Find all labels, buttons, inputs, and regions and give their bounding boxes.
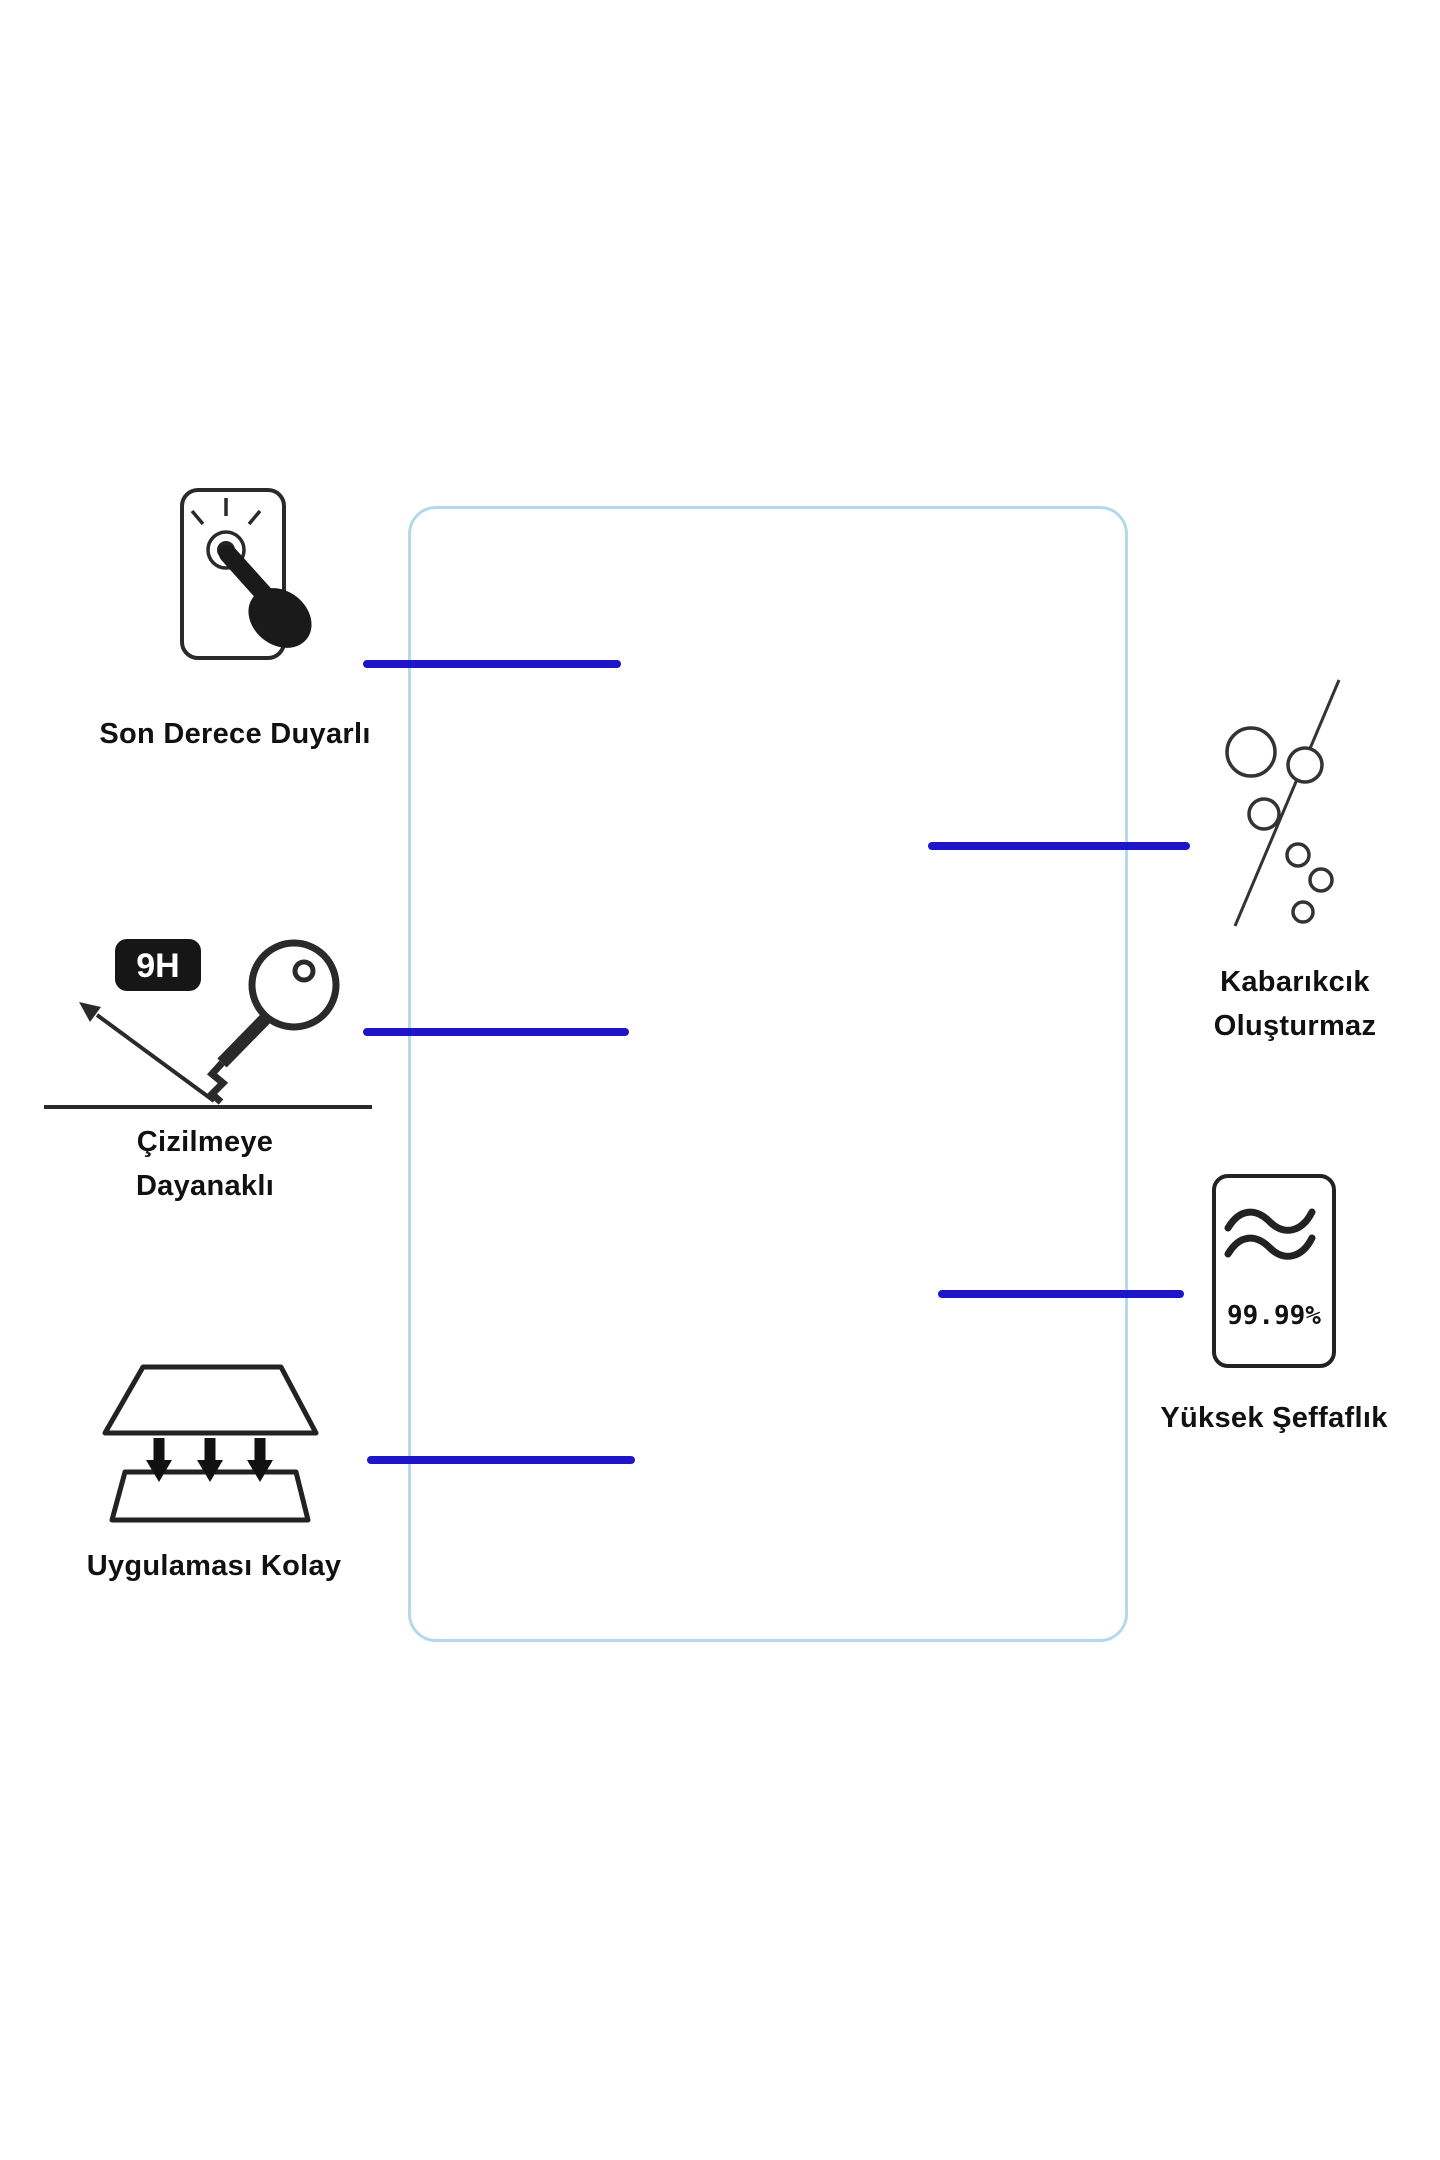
feature-sensitive-label: Son Derece Duyarlı [99, 718, 371, 750]
feature-easy-apply-label: Uygulaması Kolay [86, 1550, 342, 1582]
transparency-percent-value: 99.99% [1227, 1301, 1321, 1331]
easy-apply-layers-icon [102, 1364, 319, 1523]
connector-line-bubbles [928, 842, 1190, 850]
feature-scratch-label: Çizilmeye Dayanaklı [55, 1120, 355, 1208]
hardness-9h-badge: 9H [136, 947, 179, 985]
connector-line-sensitive [363, 660, 621, 668]
feature-no-bubbles-label: Kabarıkcık Oluşturmaz [1145, 960, 1440, 1048]
feature-scratch-label-line2: Dayanaklı [135, 1170, 275, 1202]
connector-line-transparency [938, 1290, 1184, 1298]
feature-no-bubbles-label-line1: Kabarıkcık [1220, 966, 1370, 998]
screen-protector-outline [408, 506, 1128, 1642]
hardness-9h-key-icon: 9H [44, 939, 372, 1109]
feature-no-bubbles-label-line2: Oluşturmaz [1213, 1010, 1377, 1042]
connector-line-scratch [363, 1028, 629, 1036]
feature-scratch-label-line1: Çizilmeye [136, 1126, 274, 1158]
transparency-percent-icon: 99.99% [1212, 1174, 1336, 1368]
feature-transparency-label: Yüksek Şeffaflık [1160, 1402, 1388, 1434]
touch-button-icon [180, 488, 312, 660]
connector-line-apply [367, 1456, 635, 1464]
no-bubbles-icon [1225, 679, 1341, 927]
down-arrows-icon [146, 1438, 273, 1482]
